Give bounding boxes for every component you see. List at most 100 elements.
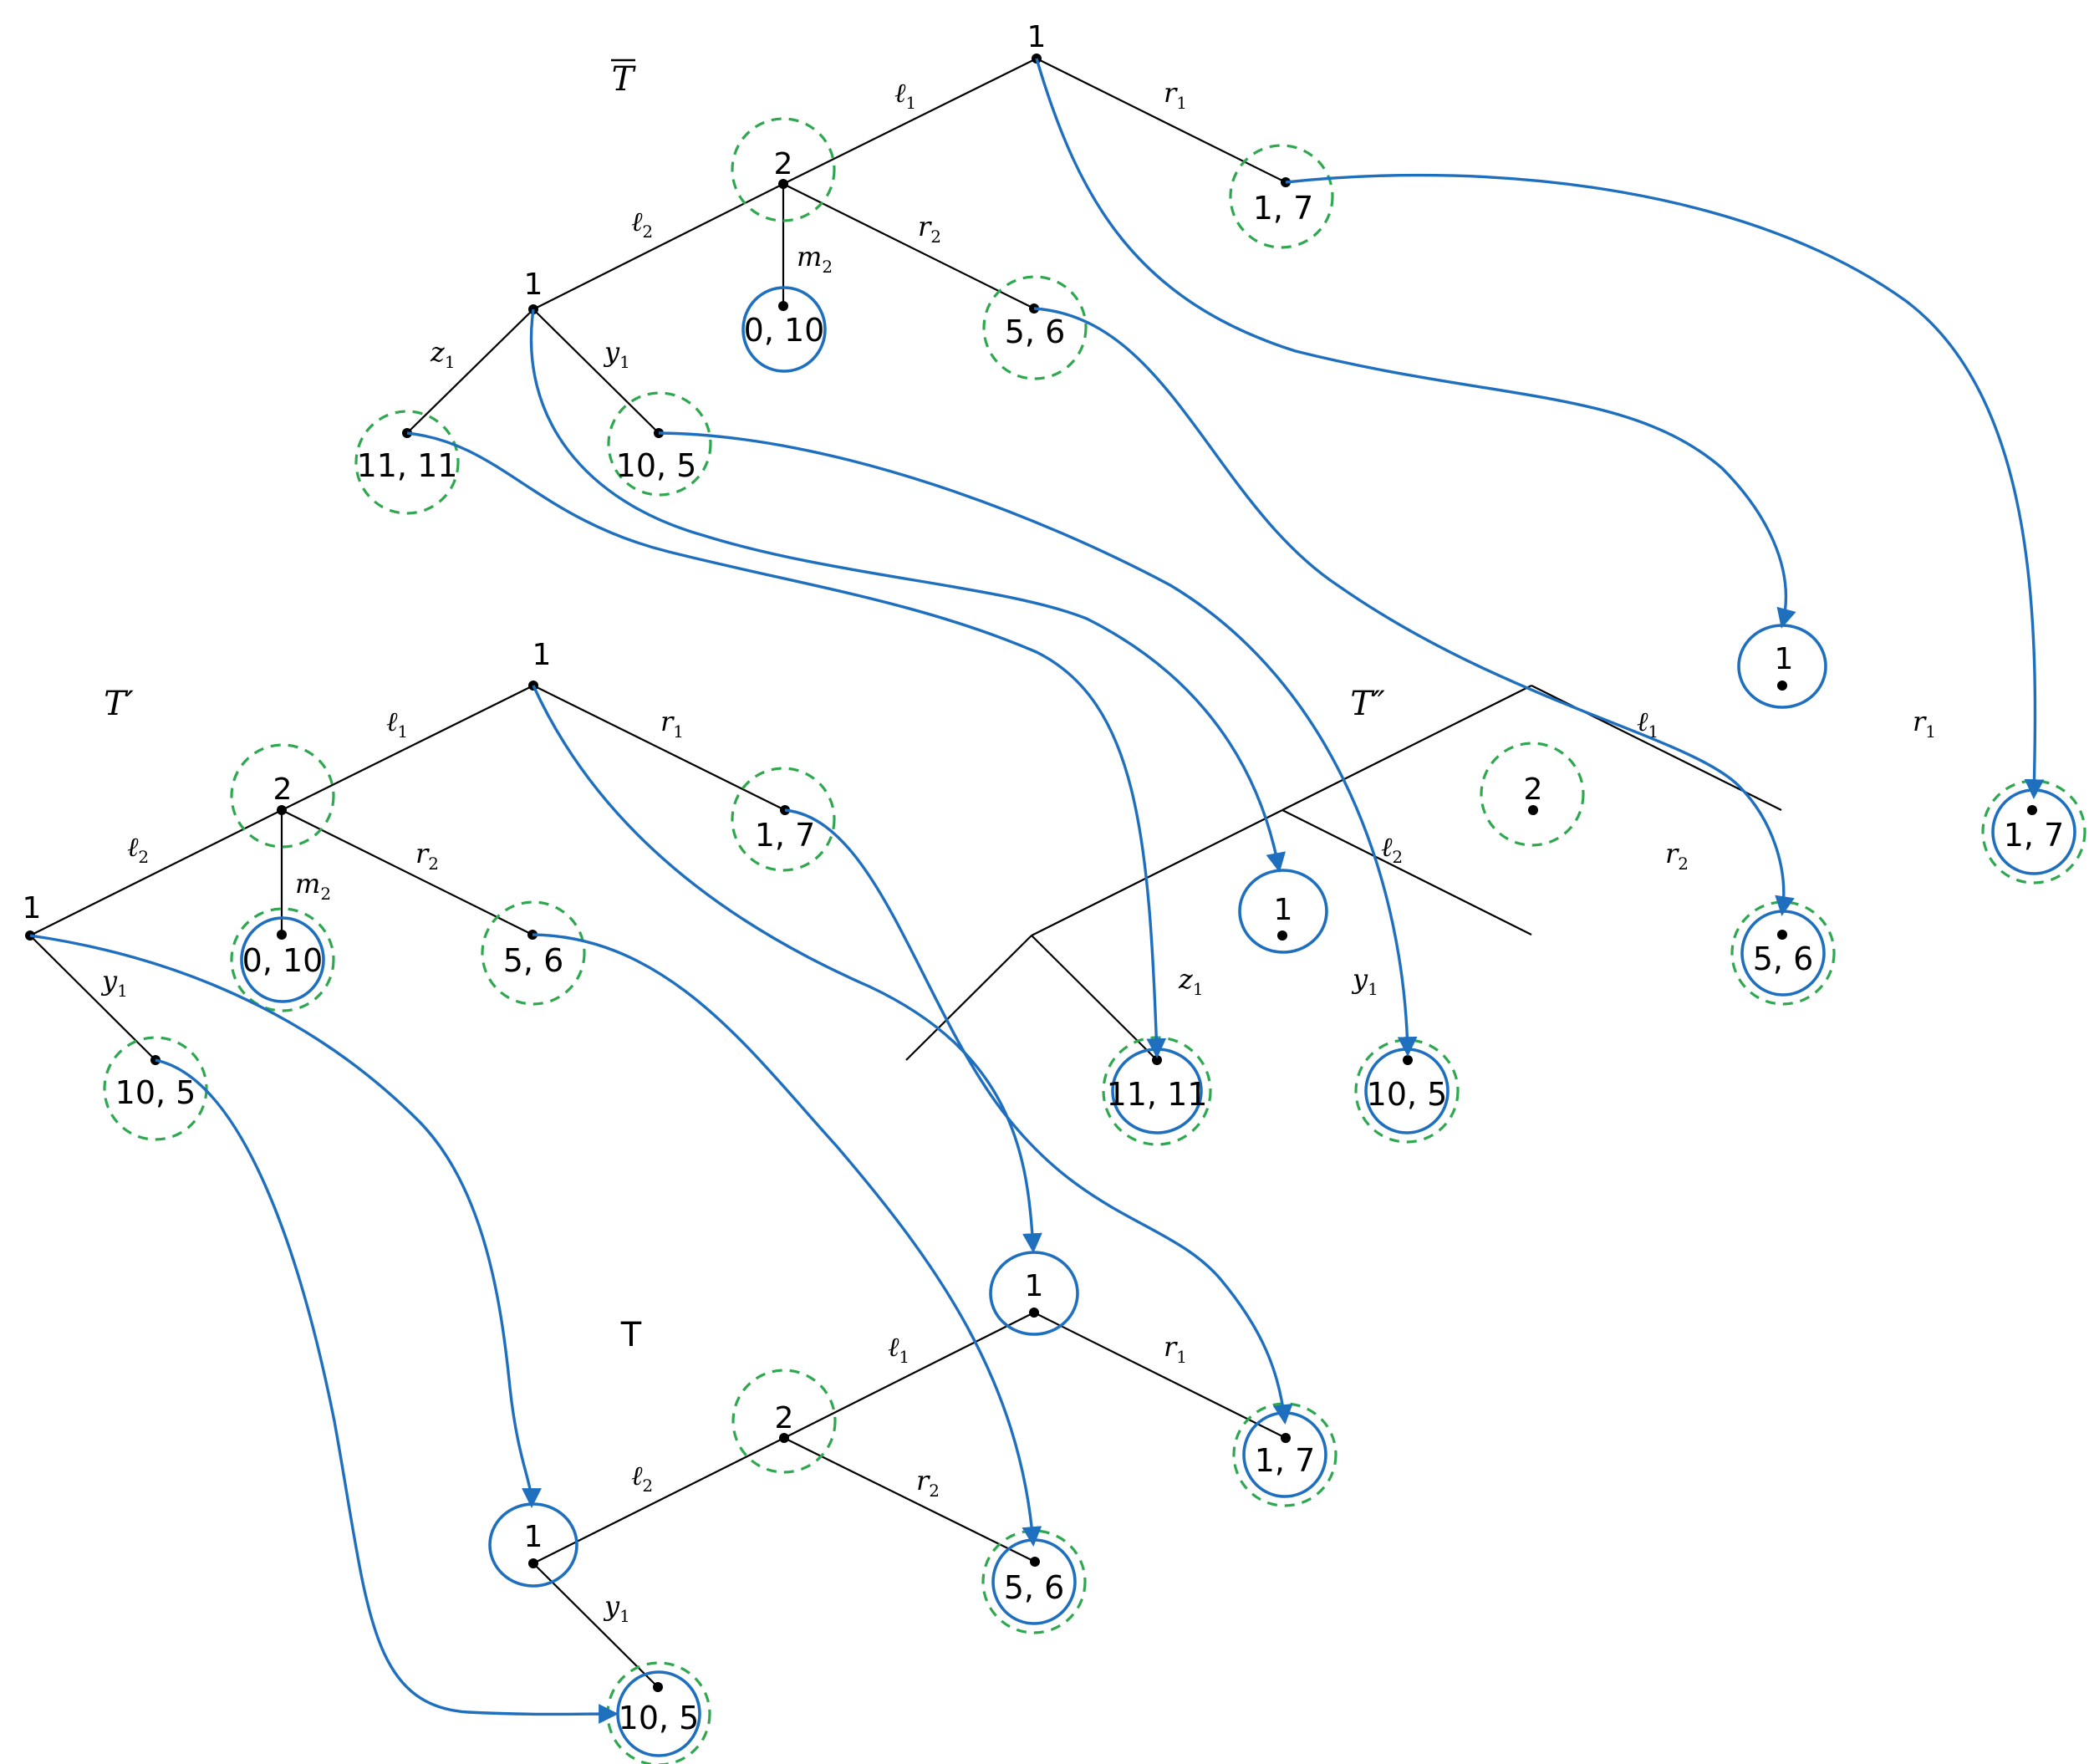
tree-tdouble-title: T″: [1350, 685, 1385, 723]
tbar-label-l1: ℓ1: [894, 77, 916, 113]
tprime-edge-l2: [29, 809, 283, 936]
tdouble-leaf-y1: [1403, 1055, 1413, 1065]
tdouble-dashed-circle-y1: [1354, 1038, 1460, 1144]
tbar-label-r1: r1: [1164, 77, 1187, 113]
tree-t: T 1 2 1 1, 7 5, 6 10, 5 ℓ1 r1 ℓ2 r2 y1: [488, 1251, 1337, 1764]
tprime-payoff-m2: 0, 10: [242, 942, 324, 979]
t-edge-r1: [1033, 1312, 1287, 1439]
arrow-tprime-r1-to-t-r1: [784, 808, 1293, 1425]
tdouble-leaf-r1: [2027, 805, 2037, 815]
tbar-payoff-z1: 11, 11: [357, 447, 458, 484]
tprime-node-2: [277, 805, 287, 815]
tdouble-payoff-y1: 10, 5: [1367, 1076, 1448, 1113]
tdouble-node-1: [1277, 930, 1287, 941]
tdouble-label-l2: ℓ2: [1381, 831, 1403, 867]
arrow-tprime-r2-to-t-r2: [532, 933, 1042, 1547]
tdouble-label-z1: z1: [1178, 963, 1204, 999]
tprime-payoff-r1: 1, 7: [755, 817, 816, 854]
t-node-root: [1029, 1308, 1039, 1318]
tprime-player-2: 2: [273, 772, 293, 807]
tree-tbar-title: T: [612, 60, 637, 99]
tbar-edge-z1: [406, 308, 534, 434]
tbar-label-m2: m2: [797, 241, 833, 277]
arrow-tbar-root-to-tdouble-root: [1035, 58, 1796, 629]
tbar-dashed-circle-r2: [982, 275, 1088, 380]
tprime-dashed-circle-r1: [731, 767, 836, 872]
tprime-label-r1: r1: [660, 706, 684, 742]
arrow-tbar-z1-to-tdouble-z1: [406, 431, 1167, 1058]
tdouble-edge-r2: [1281, 809, 1532, 936]
t-payoff-y1: 10, 5: [619, 1700, 700, 1736]
t-payoff-r2: 5, 6: [1004, 1569, 1065, 1606]
tree-t-title: T: [620, 1316, 642, 1354]
tbar-player-2: 2: [774, 147, 793, 181]
tbar-player-1: 1: [524, 268, 543, 302]
tdouble-label-y1: y1: [1351, 963, 1378, 999]
tbar-dashed-circle-y1: [607, 391, 712, 497]
t-label-l2: ℓ2: [631, 1460, 653, 1496]
tprime-label-m2: m2: [295, 868, 331, 904]
tprime-label-r2: r2: [415, 838, 439, 874]
tprime-label-l1: ℓ1: [386, 706, 408, 742]
t-node-2: [779, 1433, 789, 1443]
t-label-r2: r2: [916, 1465, 940, 1501]
arrow-tbar-r2-to-tdouble-r2: [1033, 307, 1795, 916]
tbar-dashed-circle-r1: [1229, 144, 1334, 249]
t-label-r1: r1: [1164, 1331, 1187, 1367]
tdouble-payoff-z1: 11, 11: [1107, 1076, 1208, 1113]
mapping-arrows: [29, 58, 2045, 1724]
t-player-root: 1: [1025, 1269, 1044, 1303]
tree-tprime-title: T′: [104, 685, 134, 723]
tprime-dashed-circle-r2: [481, 900, 586, 1006]
tprime-edge-l1: [281, 685, 534, 811]
t-infoset-circle-2: [731, 1369, 837, 1474]
t-edge-l2: [532, 1437, 785, 1564]
tbar-edge-l2: [532, 183, 784, 310]
tbar-label-l2: ℓ2: [631, 206, 653, 242]
t-label-l1: ℓ1: [888, 1331, 909, 1367]
t-payoff-r1: 1, 7: [1255, 1442, 1316, 1479]
t-edge-r2: [783, 1437, 1036, 1563]
arrow-tbar-n1-to-tdouble-n1: [529, 308, 1287, 873]
tdouble-player-2: 2: [1524, 772, 1543, 807]
tprime-player-1: 1: [23, 891, 42, 925]
tdouble-leaf-r2: [1777, 930, 1787, 940]
tbar-payoff-m2: 0, 10: [744, 312, 825, 349]
tdouble-dashed-circle-r2: [1730, 900, 1836, 1006]
t-node-1: [528, 1558, 538, 1568]
tbar-leaf-m2: [778, 301, 788, 311]
tdouble-edge-l1: [1281, 685, 1532, 811]
tree-tdouble: T″ 1 2 1 1, 7 5, 6 11, 11 10, 5 ℓ1 r1: [905, 624, 2086, 1146]
t-player-2: 2: [775, 1401, 794, 1435]
tdouble-dashed-circle-r1: [1981, 779, 2086, 885]
tree-tbar: T 1 2 1 1, 7 0, 10 5, 6 11, 11 10, 5 ℓ1 …: [354, 20, 1334, 515]
tbar-label-z1: z1: [430, 336, 456, 372]
tbar-edge-r2: [782, 183, 1035, 309]
tbar-payoff-r1: 1, 7: [1253, 190, 1314, 227]
t-dashed-circle-r1: [1232, 1402, 1337, 1507]
tbar-node-2: [778, 179, 788, 189]
t-leaf-r2: [1030, 1557, 1040, 1567]
tprime-label-y1: y1: [100, 965, 128, 1001]
tprime-infoset-circle-2: [230, 743, 335, 849]
arrow-tbar-r1-to-tdouble-r1: [1285, 173, 2045, 799]
tprime-dashed-circle-y1: [103, 1036, 208, 1141]
tdouble-edge-y1: [1031, 935, 1158, 1061]
tbar-solid-ellipse-m2: [741, 286, 827, 373]
tbar-player-root: 1: [1027, 20, 1047, 54]
tdouble-edge-z1: [905, 935, 1032, 1061]
tbar-edge-l1: [782, 58, 1037, 185]
tdouble-node-root: [1777, 681, 1787, 691]
tdouble-payoff-r1: 1, 7: [2004, 817, 2065, 854]
tdouble-player-1: 1: [1274, 893, 1293, 927]
tprime-leaf-m2: [277, 930, 287, 940]
t-player-1: 1: [524, 1520, 543, 1554]
tprime-payoff-r2: 5, 6: [503, 942, 564, 979]
tdouble-infoset-circle-2: [1480, 742, 1585, 847]
tprime-solid-ellipse-m2: [240, 916, 325, 1003]
tprime-payoff-y1: 10, 5: [115, 1074, 196, 1111]
tprime-label-l2: ℓ2: [127, 831, 149, 867]
tdouble-player-root: 1: [1775, 642, 1794, 676]
tdouble-node-2: [1528, 805, 1538, 815]
